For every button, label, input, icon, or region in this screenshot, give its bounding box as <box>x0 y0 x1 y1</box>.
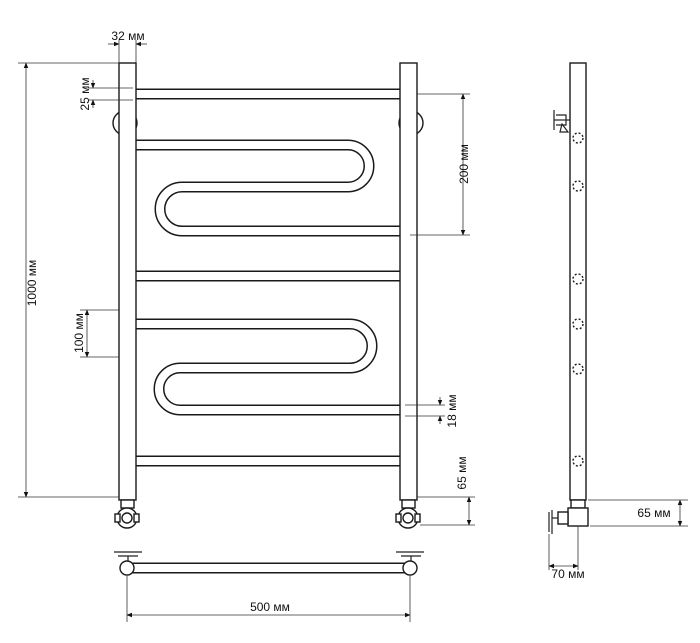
dim-bar-spacing-100: 100 мм <box>72 309 119 358</box>
side-bottom-connection <box>548 499 589 534</box>
dim-label-bar-spacing-100: 100 мм <box>72 313 86 353</box>
dim-label-wall-offset: 70 мм <box>551 567 584 581</box>
side-wall-bracket <box>553 110 570 133</box>
right-post <box>399 62 418 501</box>
top-view <box>114 551 424 576</box>
side-view <box>548 62 589 534</box>
dim-label-top-offset: 25 мм <box>78 77 92 110</box>
dim-label-overall-width: 500 мм <box>250 600 290 614</box>
left-valve-fitting <box>114 499 140 529</box>
dim-label-total-height: 1000 мм <box>25 260 39 307</box>
dim-label-bar-diameter: 18 мм <box>445 394 459 427</box>
left-post <box>118 62 137 501</box>
dim-bottom-connection: 65 мм <box>417 456 475 526</box>
dim-wall-offset: 70 мм <box>548 526 585 581</box>
dim-bar-diameter: 18 мм <box>405 394 459 428</box>
serpentine-coil-lower <box>135 318 403 416</box>
right-valve-fitting <box>395 499 421 529</box>
dim-label-bottom-connection: 65 мм <box>455 456 469 489</box>
dim-label-bar-spacing-200: 200 мм <box>457 144 471 184</box>
dim-side-connection-height: 65 мм <box>588 499 688 527</box>
dim-post-width: 32 мм <box>108 29 147 63</box>
dim-overall-width: 500 мм <box>126 576 411 622</box>
serpentine-coil-upper <box>135 139 403 237</box>
dim-total-height: 1000 мм <box>18 62 119 498</box>
dim-label-post-width: 32 мм <box>111 29 144 43</box>
dim-top-offset: 25 мм <box>78 77 133 111</box>
dim-label-side-connection-height: 65 мм <box>637 506 670 520</box>
front-view <box>112 62 424 529</box>
dim-bar-spacing-200: 200 мм <box>410 93 471 236</box>
